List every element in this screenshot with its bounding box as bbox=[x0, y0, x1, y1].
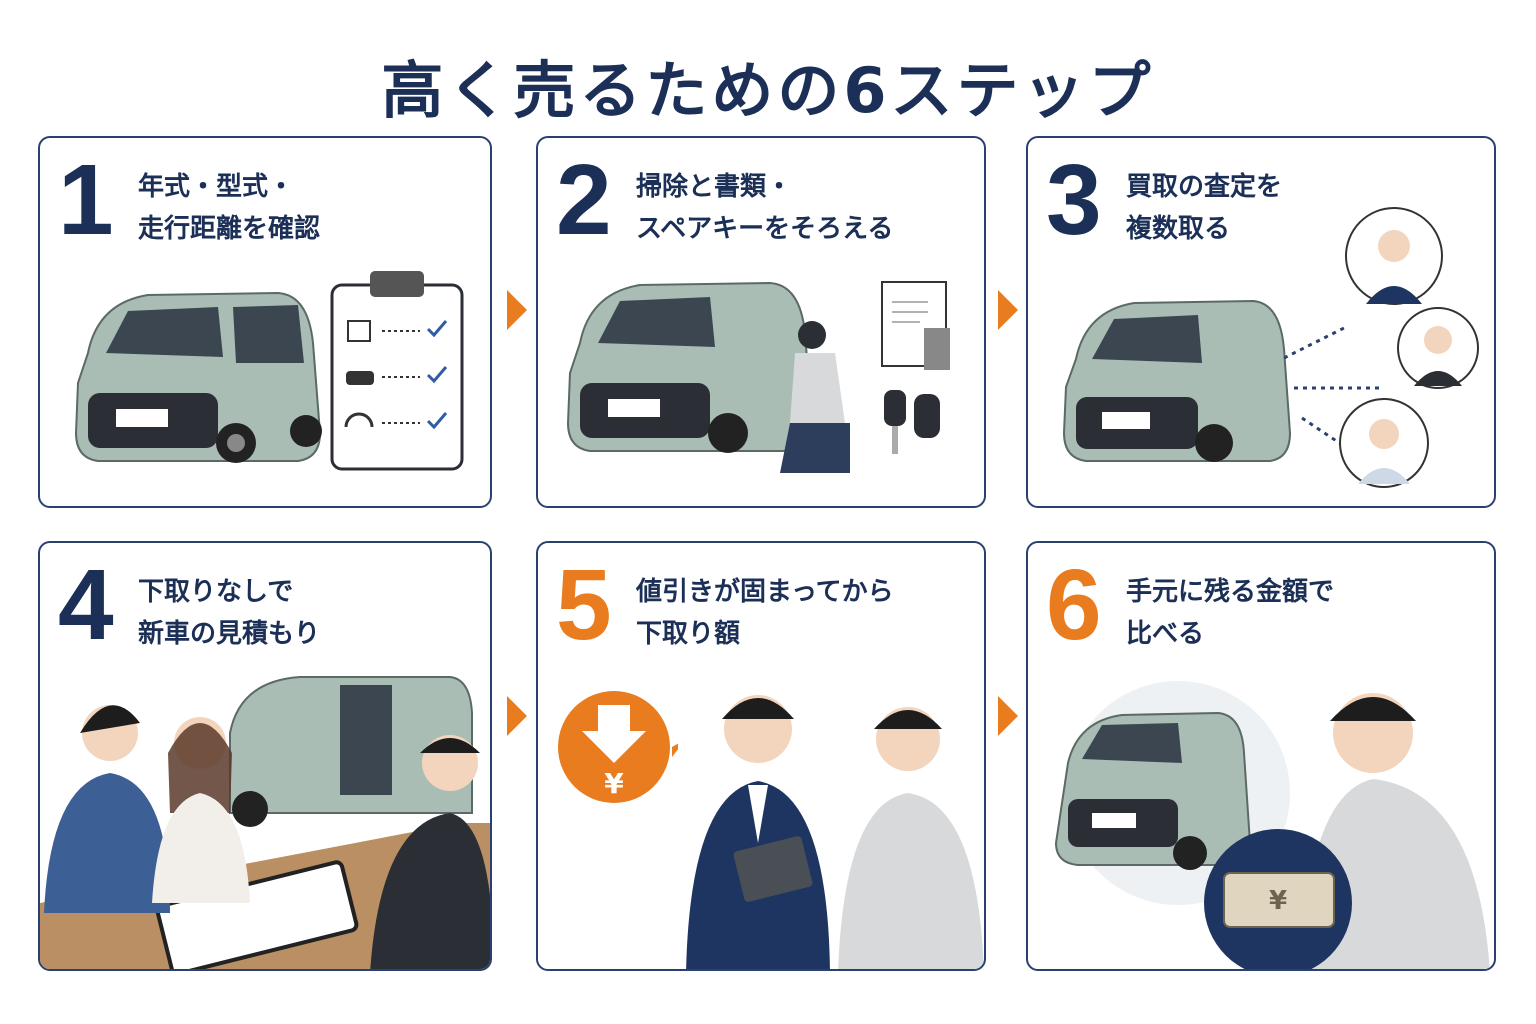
step-number: 4 bbox=[58, 549, 114, 661]
step-number: 5 bbox=[556, 549, 612, 661]
appraisers-illustration bbox=[1284, 207, 1479, 488]
step-text: 値引きが固まってから 下取り額 bbox=[636, 577, 894, 649]
key-fob-icon bbox=[914, 394, 940, 438]
money-comparison-illustration: ¥ bbox=[1054, 681, 1490, 969]
step-text: 手元に残る金額で 比べる bbox=[1126, 577, 1335, 649]
step-text: 下取りなしで 新車の見積もり bbox=[138, 577, 321, 649]
step-card-5: 5 値引きが固まってから 下取り額 ¥ bbox=[536, 541, 986, 971]
step-card-2: 2 掃除と書類・ スペアキーをそろえる bbox=[536, 136, 986, 508]
next-arrow-icon bbox=[507, 290, 527, 330]
step-number: 2 bbox=[556, 144, 612, 256]
step-card-6: 6 手元に残る金額で 比べる ¥ bbox=[1026, 541, 1496, 971]
next-arrow-icon bbox=[998, 696, 1018, 736]
page-title: 高く売るための6ステップ bbox=[381, 54, 1155, 127]
checklist-illustration bbox=[330, 271, 464, 471]
step-number: 1 bbox=[58, 144, 114, 256]
yen-icon: ¥ bbox=[604, 767, 624, 800]
calendar-icon bbox=[347, 320, 371, 342]
next-arrow-icon bbox=[507, 696, 527, 736]
step-card-1: 1 年式・型式・ 走行距離を確認 bbox=[38, 136, 492, 508]
key-icon bbox=[884, 390, 906, 454]
step-number: 6 bbox=[1046, 549, 1102, 661]
step-card-3: 3 買取の査定を 複数取る bbox=[1026, 136, 1496, 508]
salesperson-and-customer-illustration bbox=[686, 695, 984, 969]
step-number: 3 bbox=[1046, 144, 1102, 256]
step-text: 掃除と書類・ スペアキーをそろえる bbox=[636, 172, 894, 244]
car-illustration bbox=[74, 291, 322, 463]
dealership-meeting-illustration bbox=[40, 676, 490, 969]
banknotes-icon bbox=[1223, 872, 1335, 928]
yen-icon: ¥ bbox=[1269, 886, 1287, 916]
car-cleaning-illustration bbox=[566, 281, 850, 473]
price-drop-icon: ¥ bbox=[558, 691, 678, 803]
car-icon bbox=[346, 371, 374, 385]
step-text: 買取の査定を 複数取る bbox=[1126, 172, 1283, 244]
next-arrow-icon bbox=[998, 290, 1018, 330]
speedometer-icon bbox=[344, 412, 374, 428]
documents-and-keys-illustration bbox=[881, 281, 950, 454]
step-text: 年式・型式・ 走行距離を確認 bbox=[138, 172, 321, 244]
step-card-4: 4 下取りなしで 新車の見積もり bbox=[38, 541, 492, 971]
car-illustration bbox=[1062, 299, 1292, 462]
